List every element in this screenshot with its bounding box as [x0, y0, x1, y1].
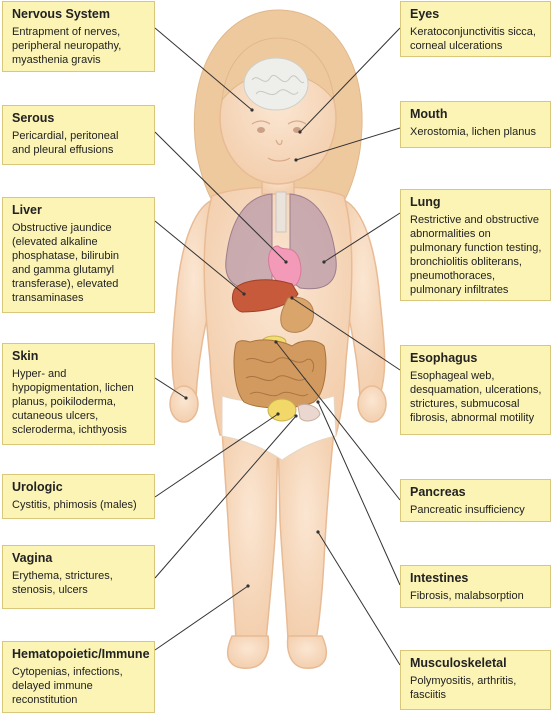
leader-nervous-system — [154, 27, 253, 111]
callout-title: Musculoskeletal — [410, 656, 507, 670]
trachea — [275, 191, 287, 233]
callout-title: Hematopoietic/Immune — [12, 647, 150, 661]
callout-esophagus: Esophagus Esophageal web, desquamation, … — [400, 345, 551, 435]
callout-text: Entrapment of nerves, peripheral neuropa… — [12, 26, 122, 66]
callout-title: Intestines — [410, 571, 469, 585]
heart — [268, 245, 302, 288]
leader-hematopoietic — [154, 585, 249, 651]
callout-title: Skin — [12, 349, 39, 363]
callout-mouth: Mouth Xerostomia, lichen planus — [400, 101, 551, 148]
leader-serous — [154, 131, 287, 263]
callout-title: Eyes — [410, 7, 440, 21]
callout-text: Polymyositis, arthritis, fasciitis — [410, 675, 517, 701]
leader-intestines — [317, 401, 401, 586]
callout-title: Esophagus — [410, 351, 478, 365]
leader-skin — [154, 377, 187, 399]
callout-title: Vagina — [12, 551, 53, 565]
callout-eyes: Eyes Keratoconjunctivitis sicca, corneal… — [400, 1, 551, 57]
callout-musculoskeletal: Musculoskeletal Polymyositis, arthritis,… — [400, 650, 551, 710]
stomach — [280, 296, 314, 333]
callout-text: Hyper- and hypopigmentation, lichen plan… — [12, 368, 134, 436]
leader-mouth — [295, 127, 401, 161]
callout-title: Pancreas — [410, 485, 466, 499]
callout-title: Lung — [410, 195, 441, 209]
callout-title: Nervous System — [12, 7, 110, 21]
leader-lung — [323, 212, 401, 263]
callout-hematopoietic-immune: Hematopoietic/Immune Cytopenias, infecti… — [2, 641, 155, 713]
callout-title: Mouth — [410, 107, 448, 121]
callout-title: Liver — [12, 203, 42, 217]
leader-lines — [154, 27, 401, 666]
liver — [231, 279, 299, 313]
uterus — [297, 403, 321, 422]
callout-skin: Skin Hyper- and hypopigmentation, lichen… — [2, 343, 155, 445]
callout-title: Urologic — [12, 480, 63, 494]
leader-esophagus — [291, 297, 401, 371]
callout-title: Serous — [12, 111, 55, 125]
callout-text: Cytopenias, infections, delayed immune r… — [12, 666, 123, 706]
callout-text: Fibrosis, malabsorption — [410, 590, 524, 602]
leader-vagina — [154, 415, 297, 579]
brain — [243, 57, 309, 111]
callout-text: Xerostomia, lichen planus — [410, 126, 536, 138]
callout-text: Pericardial, peritoneal and pleural effu… — [12, 130, 119, 156]
callout-nervous-system: Nervous System Entrapment of nerves, per… — [2, 1, 155, 72]
callout-text: Obstructive jaundice (elevated alkaline … — [12, 222, 120, 304]
callout-pancreas: Pancreas Pancreatic insufficiency — [400, 479, 551, 522]
leader-dots — [184, 108, 326, 588]
callout-liver: Liver Obstructive jaundice (elevated alk… — [2, 197, 155, 313]
callout-text: Esophageal web, desquamation, ulceration… — [410, 370, 542, 424]
face — [251, 120, 307, 162]
leader-pancreas — [275, 341, 401, 501]
leader-liver — [154, 220, 245, 295]
callout-text: Restrictive and obstructive abnormalitie… — [410, 214, 542, 296]
leader-eyes — [299, 27, 401, 133]
callout-intestines: Intestines Fibrosis, malabsorption — [400, 565, 551, 608]
callout-vagina: Vagina Erythema, strictures, stenosis, u… — [2, 545, 155, 609]
callout-serous: Serous Pericardial, peritoneal and pleur… — [2, 105, 155, 165]
callout-text: Erythema, strictures, stenosis, ulcers — [12, 570, 113, 596]
leader-musculoskeletal — [317, 531, 401, 666]
callout-text: Cystitis, phimosis (males) — [12, 499, 137, 511]
callout-lung: Lung Restrictive and obstructive abnorma… — [400, 189, 551, 301]
callout-urologic: Urologic Cystitis, phimosis (males) — [2, 474, 155, 519]
leader-urologic — [154, 413, 279, 498]
callout-text: Pancreatic insufficiency — [410, 504, 525, 516]
callout-text: Keratoconjunctivitis sicca, corneal ulce… — [410, 26, 536, 52]
intestines — [233, 339, 327, 409]
